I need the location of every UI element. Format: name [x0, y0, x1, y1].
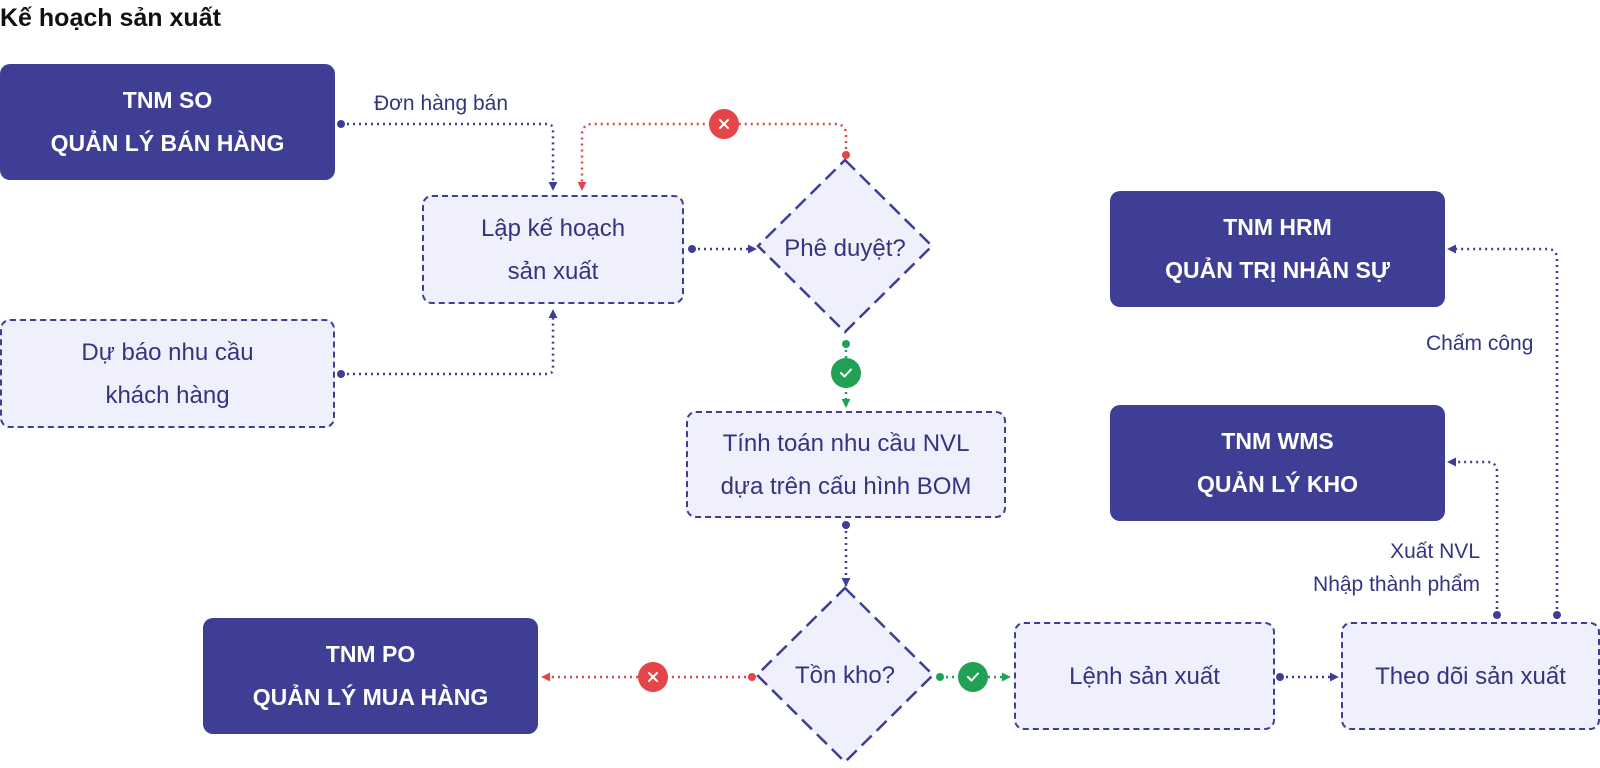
system-so-box: TNM SO QUẢN LÝ BÁN HÀNG — [0, 64, 335, 180]
system-so-name: TNM SO — [122, 87, 213, 113]
step-bom-line2: dựa trên cấu hình BOM — [720, 472, 972, 500]
approve-reject-icon — [709, 109, 739, 139]
system-so-desc: QUẢN LÝ BÁN HÀNG — [50, 130, 285, 156]
step-forecast-box: Dự báo nhu cầu khách hàng — [0, 319, 335, 428]
system-po-box: TNM PO QUẢN LÝ MUA HÀNG — [203, 618, 538, 734]
connector-approve-reject-loop — [577, 122, 848, 191]
connector-track-to-wms — [1447, 457, 1499, 615]
system-hrm-box: TNM HRM QUẢN TRỊ NHÂN SỰ — [1110, 191, 1445, 307]
system-po-name: TNM PO — [325, 641, 416, 667]
step-plan-box: Lập kế hoạch sản xuất — [422, 195, 684, 304]
step-order-label: Lệnh sản xuất — [1069, 662, 1220, 690]
stock-pass-icon — [958, 662, 988, 692]
label-timekeeping: Chấm công — [1426, 332, 1534, 355]
connector-so-to-plan — [341, 122, 558, 191]
step-track-box: Theo dõi sản xuất — [1341, 622, 1600, 730]
label-import-product: Nhập thành phẩm — [1313, 573, 1480, 596]
step-bom-box: Tính toán nhu cầu NVL dựa trên cấu hình … — [686, 411, 1006, 518]
decision-approve-label: Phê duyệt? — [784, 235, 906, 262]
system-hrm-desc: QUẢN TRỊ NHÂN SỰ — [1165, 257, 1390, 283]
decision-stock-label: Tồn kho? — [794, 662, 896, 689]
decision-approve-shape — [756, 158, 934, 334]
system-wms-desc: QUẢN LÝ KHO — [1197, 471, 1358, 497]
step-forecast-line1: Dự báo nhu cầu — [81, 338, 254, 366]
system-wms-name: TNM WMS — [1221, 428, 1334, 454]
decision-stock-shape — [755, 586, 935, 764]
label-sales-order: Đơn hàng bán — [374, 92, 509, 115]
connector-forecast-to-plan — [341, 309, 558, 376]
step-plan-line2: sản xuất — [507, 257, 599, 285]
connector-track-to-hrm — [1447, 244, 1559, 615]
step-bom-line1: Tính toán nhu cầu NVL — [722, 429, 970, 457]
approve-pass-icon — [831, 358, 861, 388]
diagram-title: Kế hoạch sản xuất — [0, 4, 221, 32]
stock-reject-icon — [638, 662, 668, 692]
system-po-desc: QUẢN LÝ MUA HÀNG — [252, 684, 489, 710]
step-order-box: Lệnh sản xuất — [1014, 622, 1275, 730]
connector-start-dots — [337, 120, 1561, 681]
step-track-label: Theo dõi sản xuất — [1375, 662, 1566, 690]
step-plan-line1: Lập kế hoạch — [480, 214, 626, 242]
step-forecast-line2: khách hàng — [105, 381, 230, 409]
system-hrm-name: TNM HRM — [1223, 214, 1332, 240]
system-wms-box: TNM WMS QUẢN LÝ KHO — [1110, 405, 1445, 521]
label-export-material: Xuất NVL — [1390, 540, 1480, 563]
